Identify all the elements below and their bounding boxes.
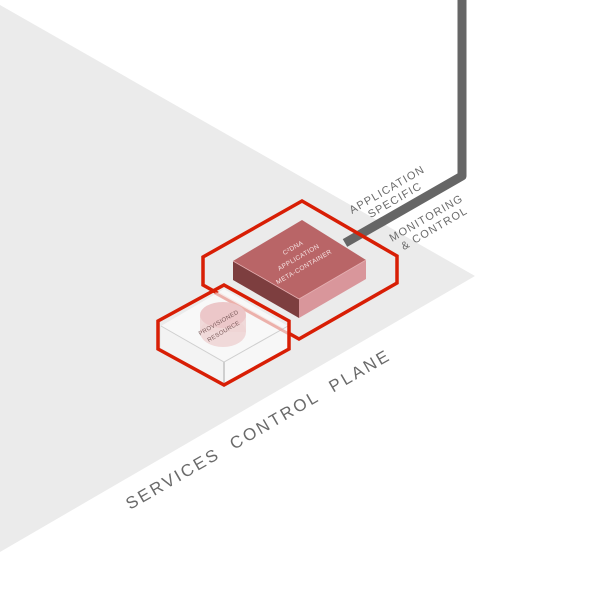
resource-cylinder-icon — [200, 302, 246, 347]
resource-left-face — [161, 326, 224, 384]
box-right-face — [299, 260, 366, 318]
app-container-highlight-hexagon — [201, 198, 399, 342]
resource-highlight-hexagon — [156, 283, 291, 387]
monitoring-connector-line — [342, 0, 467, 247]
box-left-face — [233, 261, 299, 318]
app-meta-container-box[interactable]: C²DNA APPLICATION META-CONTAINER — [232, 220, 367, 318]
provisioned-resource-box[interactable]: PROVISIONED RESOURCE — [160, 289, 290, 384]
resource-right-face — [224, 326, 288, 384]
